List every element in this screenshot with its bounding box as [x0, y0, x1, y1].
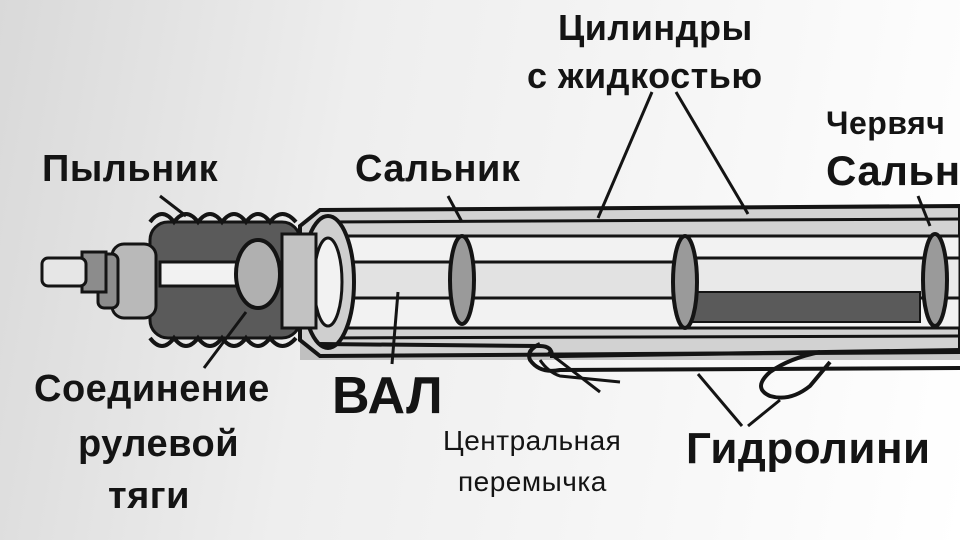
- leader-seal-left: [446, 195, 464, 223]
- label-cylinders-line2: с жидкостью: [527, 55, 763, 96]
- piston-ring-2: [671, 234, 699, 330]
- label-seal-right: Сальн: [826, 147, 960, 194]
- label-tie-rod-line2: рулевой: [78, 423, 240, 465]
- label-dust-boot: Пыльник: [42, 148, 219, 190]
- shaft-rod: [308, 260, 712, 300]
- leader-seal-right: [916, 195, 932, 227]
- piston-ring-1: [448, 234, 476, 326]
- label-seal-left: Сальник: [355, 148, 521, 190]
- leader-cylinders-1: [596, 91, 654, 219]
- piston-ring-3: [921, 232, 949, 328]
- tie-rod-end: [40, 256, 88, 288]
- housing-bottom-line: [319, 334, 960, 340]
- leader-lines-2: [747, 398, 781, 428]
- leader-bridge: [547, 350, 601, 394]
- hydraulic-line-2: [527, 342, 960, 373]
- label-shaft: ВАЛ: [332, 367, 444, 425]
- label-bridge-line1: Центральная: [443, 425, 622, 456]
- seal-collar: [280, 232, 318, 330]
- label-cylinders-line1: Цилиндры: [558, 7, 753, 48]
- piston-segment: [689, 291, 921, 323]
- leader-tie-rod: [202, 311, 248, 369]
- leader-cylinders-2: [674, 91, 750, 215]
- label-worm: Червяч: [826, 105, 946, 141]
- label-tie-rod-line1: Соединение: [34, 368, 270, 410]
- label-tie-rod-line3: тяги: [108, 475, 190, 517]
- label-bridge-line2: перемычка: [458, 466, 607, 497]
- leader-shaft: [390, 291, 400, 365]
- leader-lines-1: [696, 373, 744, 427]
- housing-end-seal-inner: [312, 236, 344, 328]
- housing-top-line: [319, 217, 960, 224]
- hydraulic-line-3: [538, 359, 621, 384]
- leader-boot: [159, 194, 187, 218]
- hydraulic-line-loop: [759, 350, 832, 400]
- label-hydraulic-lines: Гидролини: [686, 424, 931, 473]
- tie-rod-ball-joint: [234, 238, 282, 310]
